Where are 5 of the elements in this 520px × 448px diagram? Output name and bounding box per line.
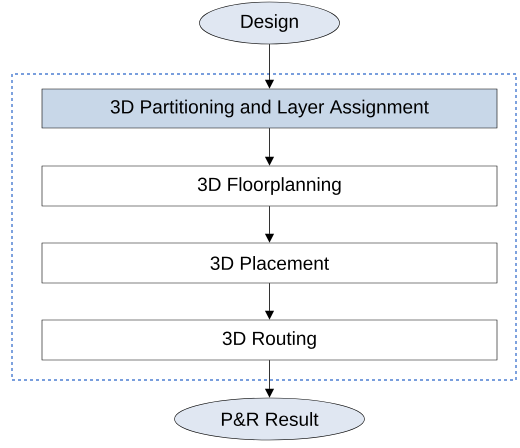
process-box: 3D Partitioning and Layer Assignment [42, 88, 498, 128]
process-box: 3D Placement [42, 242, 498, 284]
dashed-group-box [11, 73, 517, 381]
process-box: 3D Routing [42, 320, 498, 360]
process-box: 3D Floorplanning [42, 166, 498, 206]
